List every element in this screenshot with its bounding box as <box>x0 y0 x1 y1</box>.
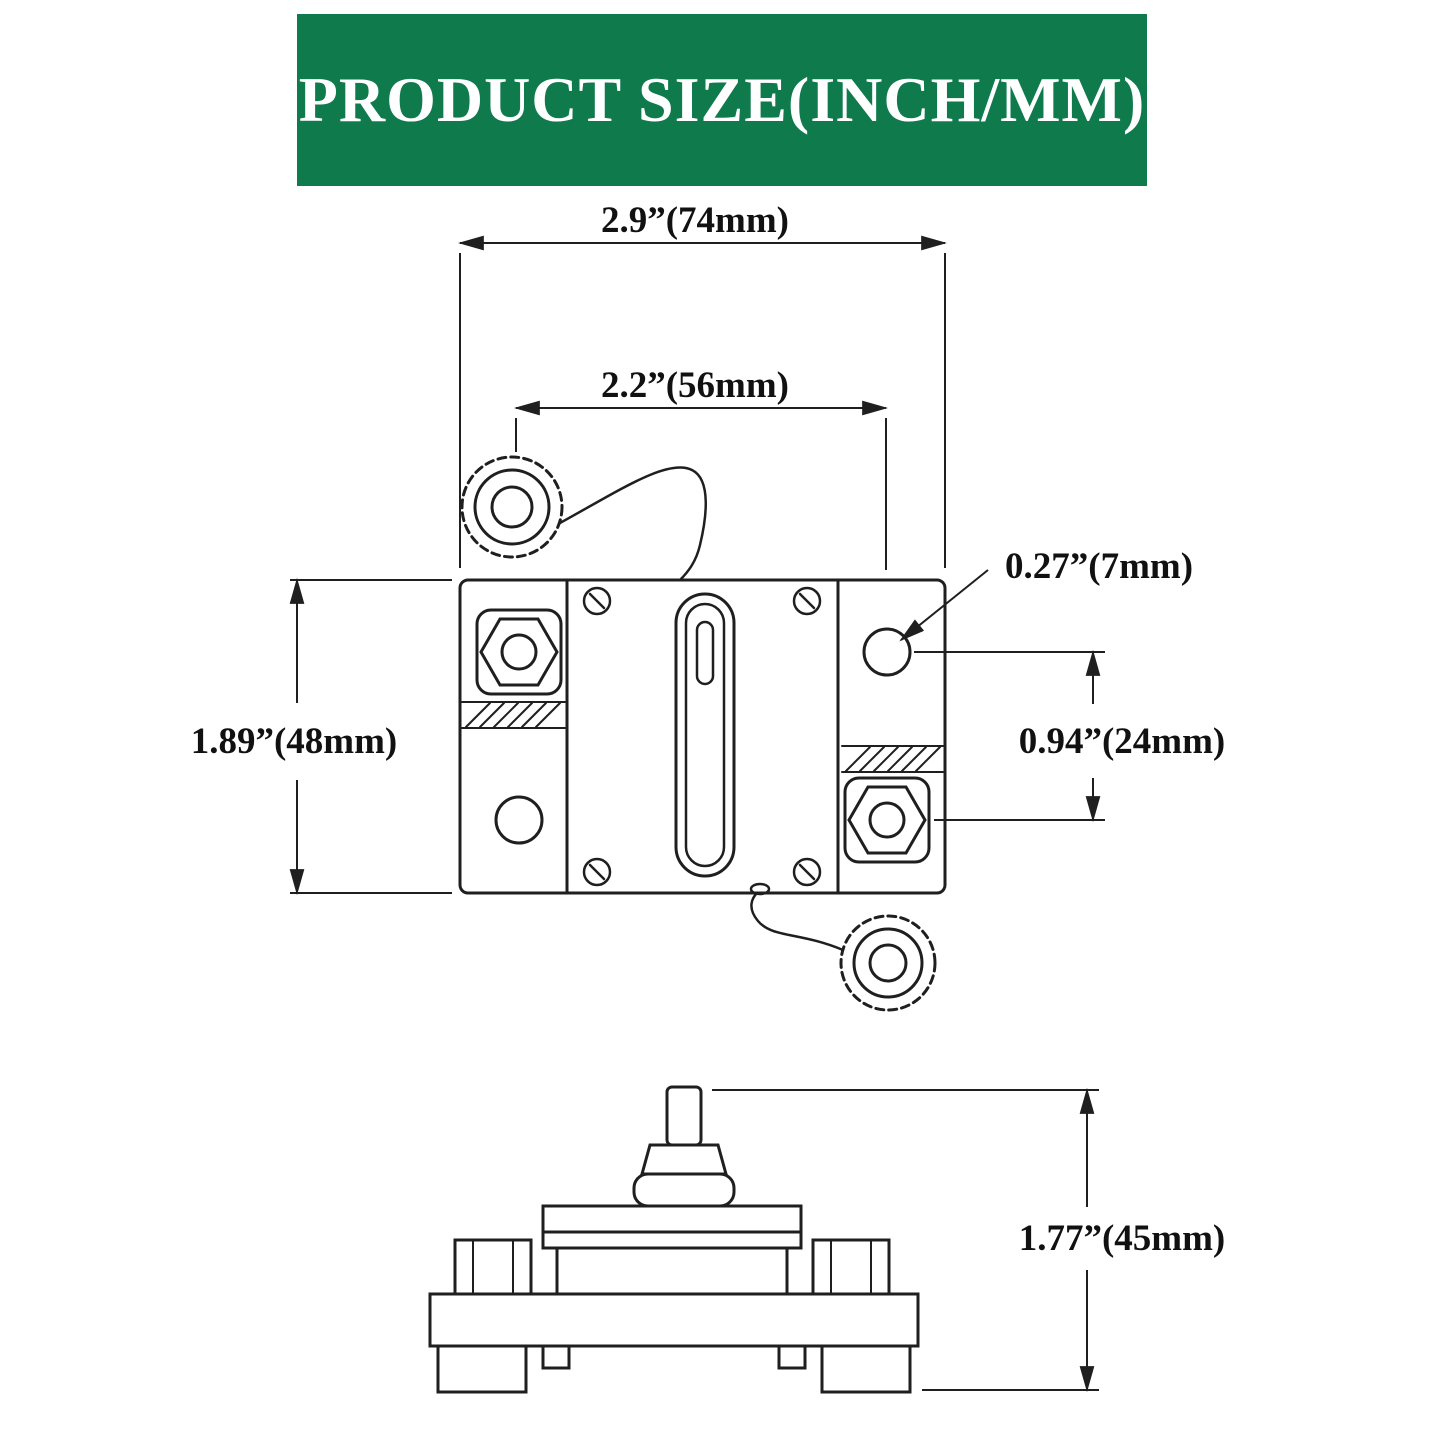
mount-hole-top-right <box>862 627 912 677</box>
side-ear-right <box>811 1238 891 1296</box>
cap-leash-top <box>558 466 707 582</box>
side-foot-right <box>820 1344 912 1394</box>
terminal-hex-left <box>475 608 563 696</box>
breaker-body <box>458 578 947 895</box>
overall-width-label: 2.9”(74mm) <box>601 200 789 241</box>
page-title: PRODUCT SIZE(INCH/MM) <box>298 64 1146 135</box>
dim-body-height: 1.77”(45mm) <box>712 1087 1226 1393</box>
mount-spacing-height-label: 0.94”(24mm) <box>1019 721 1226 762</box>
hatch-band-right <box>841 745 944 773</box>
reset-lever-slot <box>674 592 736 878</box>
dim-overall-height: 1.89”(48mm) <box>191 577 452 896</box>
side-stud <box>665 1085 703 1147</box>
side-stud-nut <box>640 1143 728 1176</box>
side-tab-right <box>777 1344 807 1370</box>
side-body <box>555 1246 789 1296</box>
dim-mount-spacing-width: 2.2”(56mm) <box>513 365 889 570</box>
corner-screws <box>582 586 822 887</box>
breaker-side-view <box>428 1085 920 1394</box>
dim-mount-hole-diameter: 0.27”(7mm) <box>899 546 1193 642</box>
side-ear-left <box>453 1238 533 1296</box>
mount-hole-bottom-left <box>494 795 544 845</box>
dim-overall-width: 2.9”(74mm) <box>457 200 948 568</box>
terminal-cap-top-left <box>460 455 707 582</box>
body-height-label: 1.77”(45mm) <box>1019 1218 1226 1259</box>
overall-height-label: 1.89”(48mm) <box>191 721 398 762</box>
header-banner: PRODUCT SIZE(INCH/MM) <box>297 14 1147 186</box>
side-top-plate <box>541 1204 803 1250</box>
hatch-band-left <box>461 701 566 729</box>
side-base <box>428 1292 920 1348</box>
side-dome <box>632 1172 736 1208</box>
cap-leash-bottom <box>750 891 845 952</box>
side-tab-left <box>541 1344 571 1370</box>
terminal-cap-bottom-right <box>749 882 937 1012</box>
mount-hole-diameter-label: 0.27”(7mm) <box>1005 546 1193 587</box>
breaker-top-view <box>458 455 947 1012</box>
dim-mount-spacing-height: 0.94”(24mm) <box>914 649 1226 823</box>
mount-spacing-width-label: 2.2”(56mm) <box>601 365 789 406</box>
terminal-hex-right <box>843 776 931 864</box>
side-foot-left <box>436 1344 528 1394</box>
